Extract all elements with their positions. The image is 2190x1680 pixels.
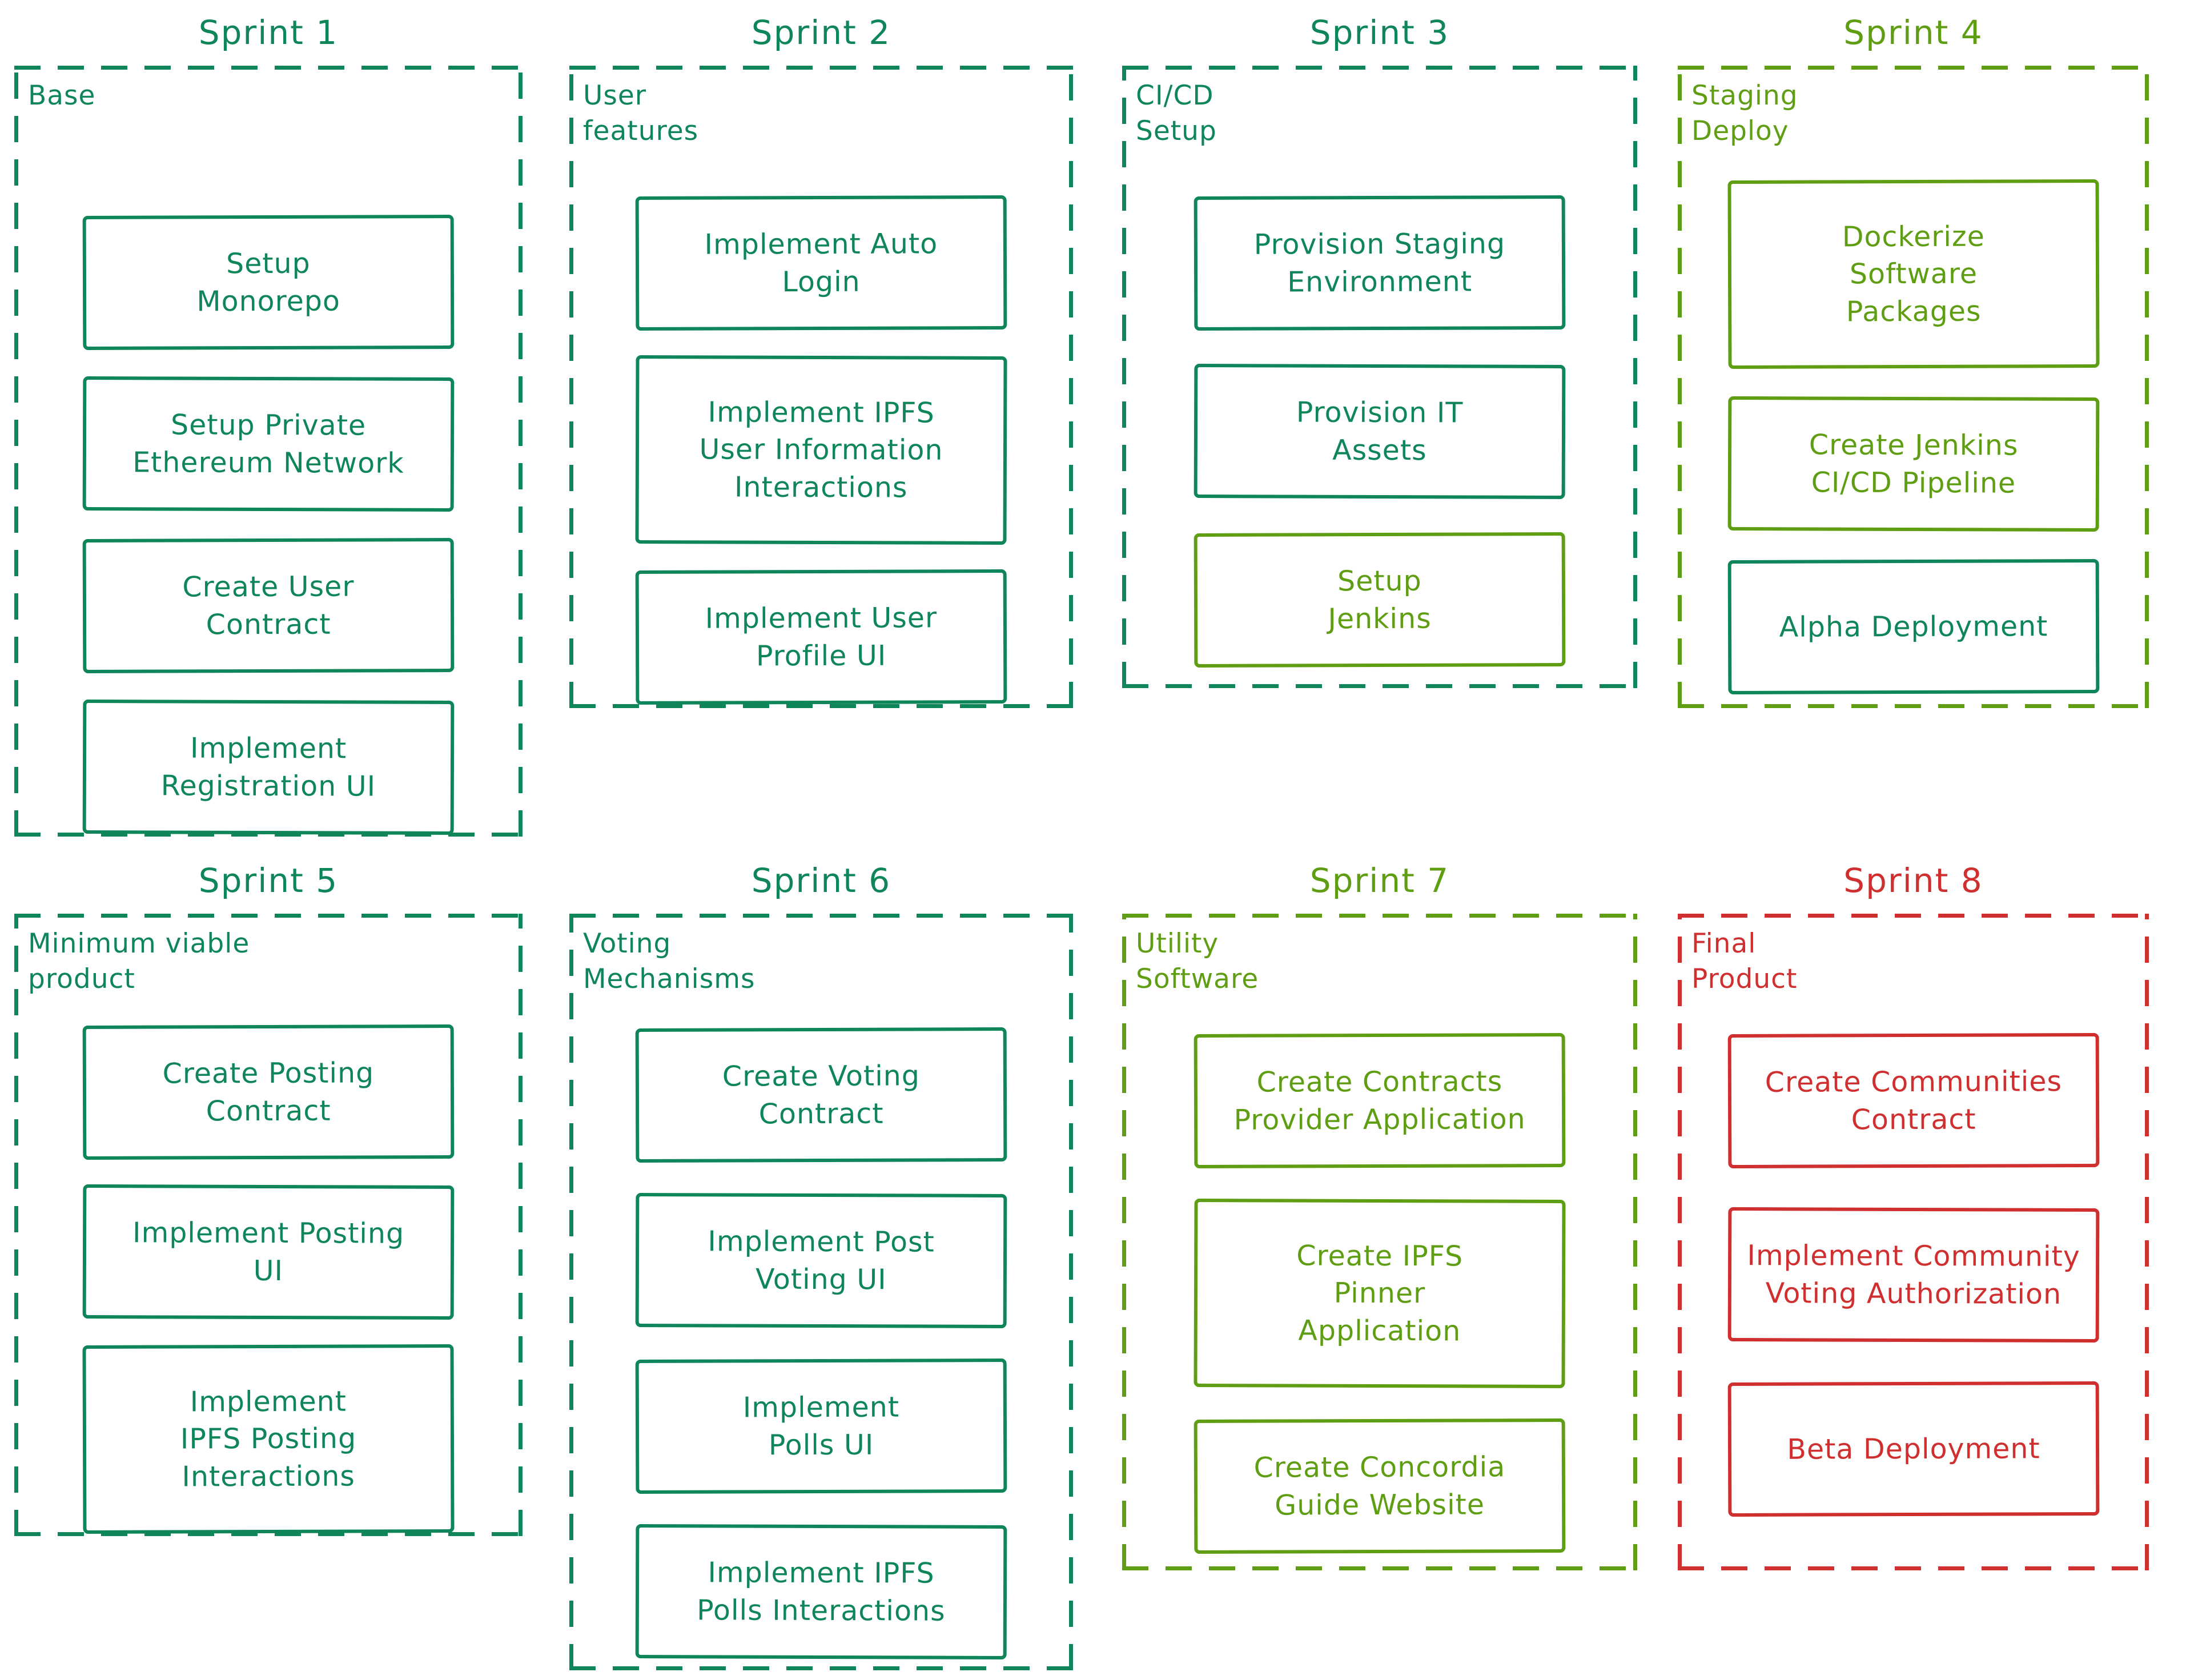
task-box: Implement Post Voting UI bbox=[635, 1192, 1007, 1329]
task-box: Setup Monorepo bbox=[82, 214, 455, 351]
sprint-container: Staging Deploy Dockerize Software Packag… bbox=[1678, 66, 2149, 708]
task-label: Implement Registration UI bbox=[160, 732, 376, 803]
sprint-label: Staging Deploy bbox=[1691, 80, 1798, 147]
task-label: Create Contracts Provider Application bbox=[1233, 1065, 1526, 1136]
sprint-group-8: Sprint 8 Final Product Create Communitie… bbox=[1678, 861, 2149, 1570]
task-label: Create Concordia Guide Website bbox=[1253, 1450, 1506, 1522]
task-label: Provision IT Assets bbox=[1296, 396, 1464, 467]
sprint-group-6: Sprint 6 Voting Mechanisms Create Voting… bbox=[569, 861, 1073, 1670]
sprint-container: Utility Software Create Contracts Provid… bbox=[1122, 914, 1637, 1570]
task-label: Provision Staging Environment bbox=[1253, 227, 1506, 299]
task-box: Implement IPFS User Information Interact… bbox=[635, 355, 1007, 545]
task-label: Implement Auto Login bbox=[704, 227, 938, 298]
task-box: Create Posting Contract bbox=[82, 1024, 455, 1160]
sprint-label: Utility Software bbox=[1136, 928, 1259, 995]
task-label: Setup Private Ethereum Network bbox=[132, 408, 404, 480]
task-box: Implement Community Voting Authorization bbox=[1727, 1207, 2099, 1343]
task-label: Implement User Profile UI bbox=[705, 601, 938, 672]
task-box: Beta Deployment bbox=[1727, 1381, 2099, 1517]
sprint-container: Base Setup Monorepo Setup Private Ethere… bbox=[14, 66, 523, 837]
task-label: Implement IPFS Posting Interactions bbox=[180, 1385, 357, 1493]
task-list: Create Voting Contract Implement Post Vo… bbox=[569, 914, 1073, 1670]
sprint-title: Sprint 5 bbox=[198, 861, 339, 900]
sprint-title: Sprint 2 bbox=[751, 13, 891, 52]
task-box: Implement User Profile UI bbox=[635, 569, 1007, 705]
sprint-label: CI/CD Setup bbox=[1136, 80, 1217, 147]
task-label: Create Jenkins CI/CD Pipeline bbox=[1809, 428, 2019, 500]
task-box: Create Communities Contract bbox=[1727, 1032, 2099, 1169]
sprint-container: User features Implement Auto Login Imple… bbox=[569, 66, 1073, 708]
task-label: Beta Deployment bbox=[1786, 1432, 2040, 1466]
task-box: Implement Polls UI bbox=[635, 1358, 1007, 1494]
sprint-label: Minimum viable product bbox=[28, 928, 250, 995]
task-box: Provision Staging Environment bbox=[1194, 195, 1566, 331]
task-label: Implement Polls UI bbox=[742, 1390, 900, 1461]
task-box: Implement IPFS Polls Interactions bbox=[635, 1524, 1007, 1660]
sprint-title: Sprint 4 bbox=[1843, 13, 1983, 52]
sprint-label: Final Product bbox=[1691, 928, 1798, 995]
task-list: Create Posting Contract Implement Postin… bbox=[14, 914, 523, 1536]
sprint-container: Voting Mechanisms Create Voting Contract… bbox=[569, 914, 1073, 1670]
task-list: Dockerize Software Packages Create Jenki… bbox=[1678, 66, 2149, 708]
task-label: Implement IPFS User Information Interact… bbox=[699, 395, 943, 504]
task-label: Create User Contract bbox=[182, 570, 355, 641]
sprint-label: User features bbox=[583, 80, 699, 147]
task-box: Create User Contract bbox=[82, 537, 455, 674]
task-box: Alpha Deployment bbox=[1727, 558, 2099, 695]
task-box: Implement IPFS Posting Interactions bbox=[82, 1344, 455, 1534]
task-label: Create IPFS Pinner Application bbox=[1296, 1239, 1464, 1348]
task-box: Create IPFS Pinner Application bbox=[1194, 1198, 1566, 1389]
task-label: Alpha Deployment bbox=[1779, 609, 2048, 644]
task-list: Create Contracts Provider Application Cr… bbox=[1122, 914, 1637, 1570]
sprint-title: Sprint 3 bbox=[1309, 13, 1450, 52]
sprint-container: Minimum viable product Create Posting Co… bbox=[14, 914, 523, 1536]
task-label: Implement IPFS Polls Interactions bbox=[697, 1556, 946, 1627]
task-list: Setup Monorepo Setup Private Ethereum Ne… bbox=[14, 66, 523, 837]
sprint-group-7: Sprint 7 Utility Software Create Contrac… bbox=[1122, 861, 1637, 1570]
task-box: Create Jenkins CI/CD Pipeline bbox=[1727, 396, 2099, 532]
task-label: Setup Monorepo bbox=[196, 247, 340, 317]
sprint-group-4: Sprint 4 Staging Deploy Dockerize Softwa… bbox=[1678, 13, 2149, 708]
task-label: Implement Posting UI bbox=[132, 1216, 405, 1287]
task-box: Dockerize Software Packages bbox=[1727, 179, 2100, 369]
sprint-group-1: Sprint 1 Base Setup Monorepo Setup Priva… bbox=[14, 13, 523, 837]
task-box: Create Voting Contract bbox=[635, 1027, 1007, 1163]
task-box: Implement Auto Login bbox=[635, 195, 1007, 331]
sprint-title: Sprint 1 bbox=[198, 13, 339, 52]
sprint-group-2: Sprint 2 User features Implement Auto Lo… bbox=[569, 13, 1073, 708]
task-label: Create Communities Contract bbox=[1765, 1065, 2062, 1136]
task-label: Implement Post Voting UI bbox=[708, 1225, 935, 1296]
task-label: Dockerize Software Packages bbox=[1842, 220, 1985, 328]
sprint-label: Voting Mechanisms bbox=[583, 928, 756, 995]
task-label: Create Posting Contract bbox=[162, 1056, 375, 1127]
sprint-group-5: Sprint 5 Minimum viable product Create P… bbox=[14, 861, 523, 1536]
task-box: Setup Private Ethereum Network bbox=[82, 376, 455, 512]
sprint-group-3: Sprint 3 CI/CD Setup Provision Staging E… bbox=[1122, 13, 1637, 688]
task-label: Create Voting Contract bbox=[722, 1059, 921, 1130]
task-box: Implement Posting UI bbox=[82, 1184, 455, 1320]
sprint-container: Final Product Create Communities Contrac… bbox=[1678, 914, 2149, 1570]
sprint-label: Base bbox=[28, 80, 96, 111]
sprint-title: Sprint 8 bbox=[1843, 861, 1983, 900]
task-label: Setup Jenkins bbox=[1328, 564, 1432, 635]
task-box: Setup Jenkins bbox=[1194, 532, 1566, 668]
task-label: Implement Community Voting Authorization bbox=[1746, 1239, 2080, 1311]
task-box: Create Concordia Guide Website bbox=[1194, 1418, 1566, 1554]
task-box: Implement Registration UI bbox=[82, 699, 455, 835]
task-list: Create Communities Contract Implement Co… bbox=[1678, 914, 2149, 1570]
sprint-title: Sprint 7 bbox=[1309, 861, 1450, 900]
task-box: Provision IT Assets bbox=[1194, 363, 1566, 500]
sprint-container: CI/CD Setup Provision Staging Environmen… bbox=[1122, 66, 1637, 688]
sprint-title: Sprint 6 bbox=[751, 861, 891, 900]
task-list: Provision Staging Environment Provision … bbox=[1122, 66, 1637, 688]
task-box: Create Contracts Provider Application bbox=[1194, 1032, 1566, 1169]
task-list: Implement Auto Login Implement IPFS User… bbox=[569, 66, 1073, 708]
